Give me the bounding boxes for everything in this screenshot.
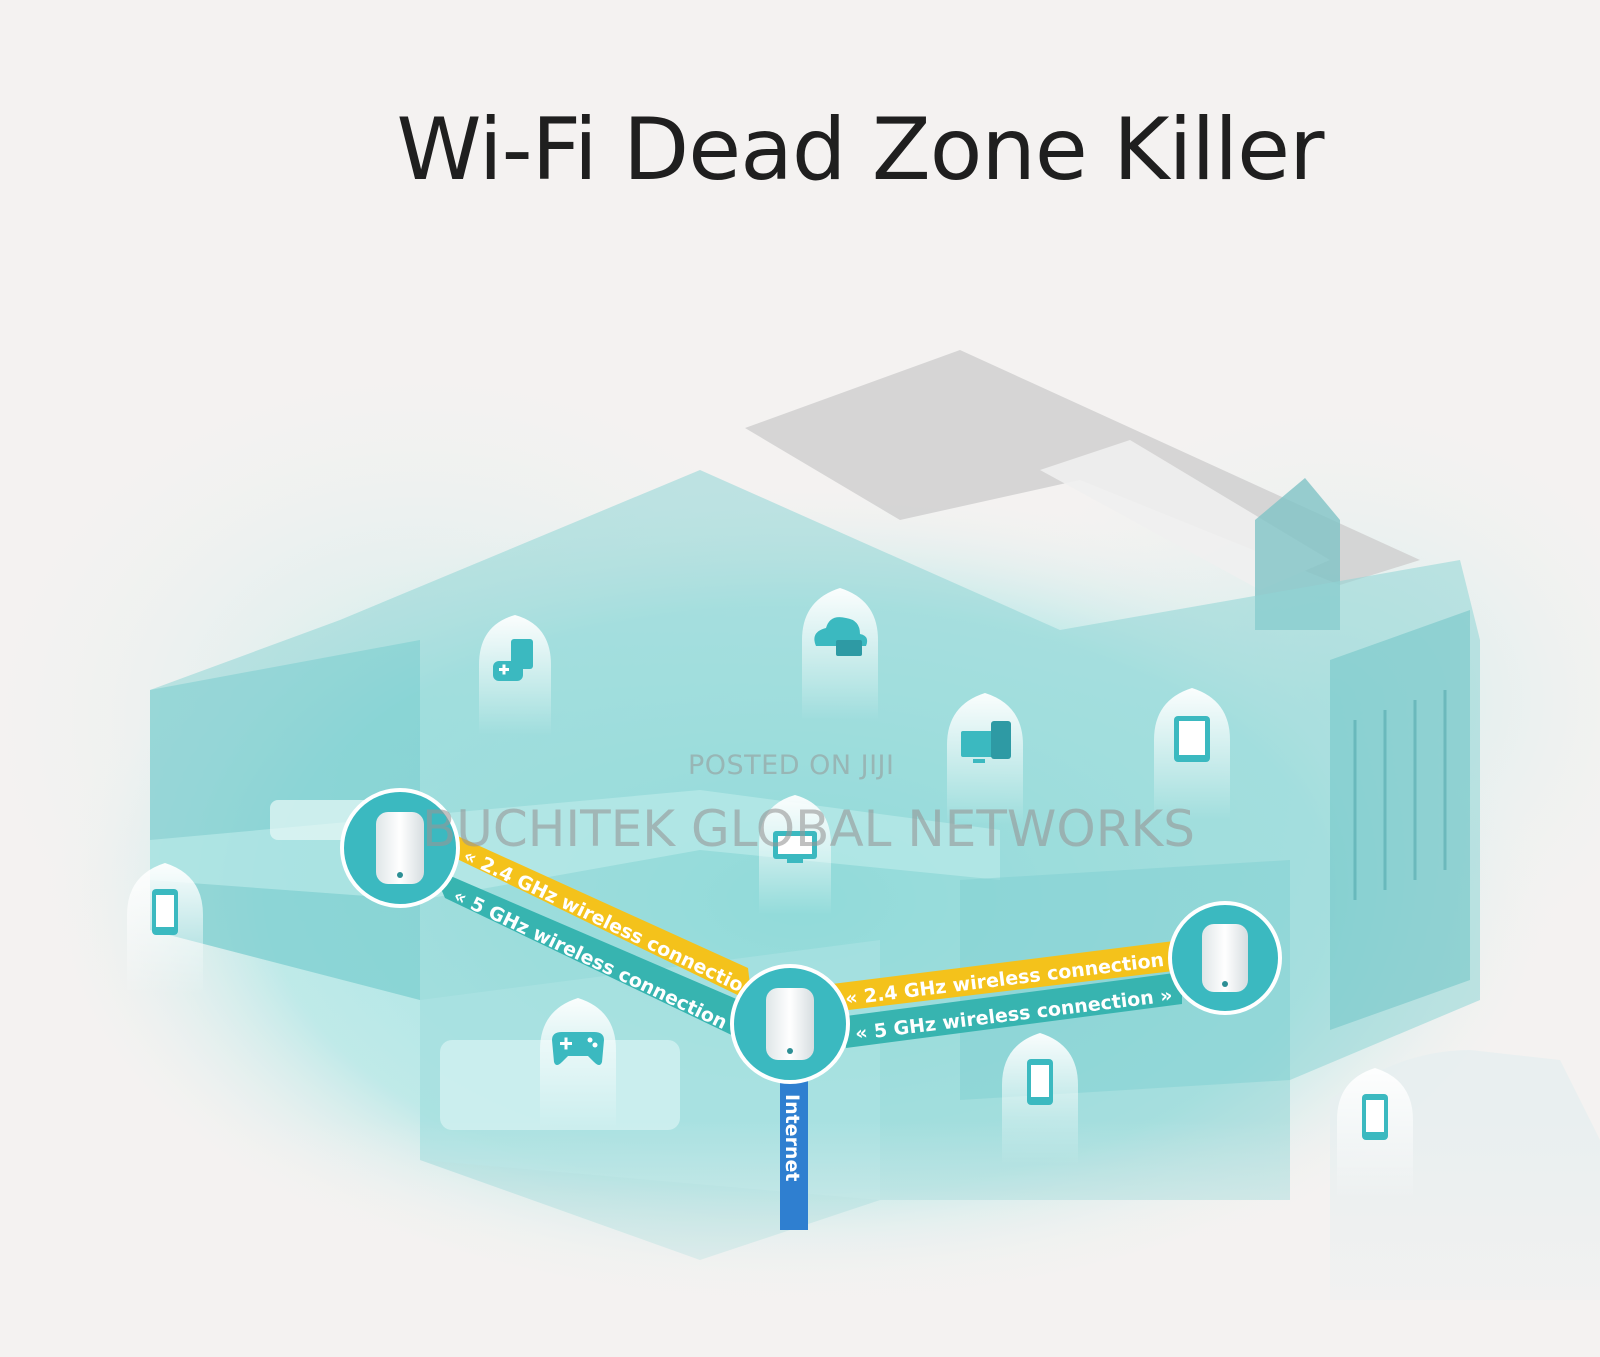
page-title: Wi-Fi Dead Zone Killer — [396, 100, 1325, 200]
tv-icon — [773, 831, 817, 863]
device-bubble-gamepad — [540, 998, 616, 1130]
router-pod-icon — [766, 988, 814, 1060]
smartphone-icon — [1027, 1059, 1053, 1105]
tablet-icon — [1174, 716, 1210, 762]
smartphone-icon — [152, 889, 178, 935]
house-right-wall — [1330, 610, 1470, 1030]
device-bubble-phone-center — [1002, 1033, 1078, 1165]
band-5-strip-right — [846, 972, 1182, 1048]
gamepad-icon — [552, 1032, 604, 1065]
device-bubble-tv — [759, 795, 831, 915]
mesh-node-center — [730, 964, 850, 1084]
smartphone-icon — [1362, 1094, 1388, 1140]
band-24-strip-left — [440, 828, 752, 1002]
device-bubble-tablet — [1154, 688, 1230, 820]
device-bubble-game-console — [479, 615, 551, 735]
internet-label: Internet — [781, 1094, 803, 1181]
device-bubble-cloud — [802, 588, 878, 720]
router-pod-icon — [376, 812, 424, 884]
device-bubble-phone-left — [127, 863, 203, 995]
device-bubble-computer — [947, 693, 1023, 825]
mesh-node-left — [340, 788, 460, 908]
game-console-icon — [493, 639, 533, 681]
mesh-node-right — [1168, 901, 1282, 1015]
band-24-strip-right — [832, 940, 1182, 1012]
computer-icon — [961, 721, 1011, 763]
cloud-storage-icon — [814, 617, 868, 656]
band-5-strip-left — [432, 868, 748, 1040]
device-bubble-phone-right — [1337, 1068, 1413, 1200]
router-pod-icon — [1202, 924, 1248, 992]
